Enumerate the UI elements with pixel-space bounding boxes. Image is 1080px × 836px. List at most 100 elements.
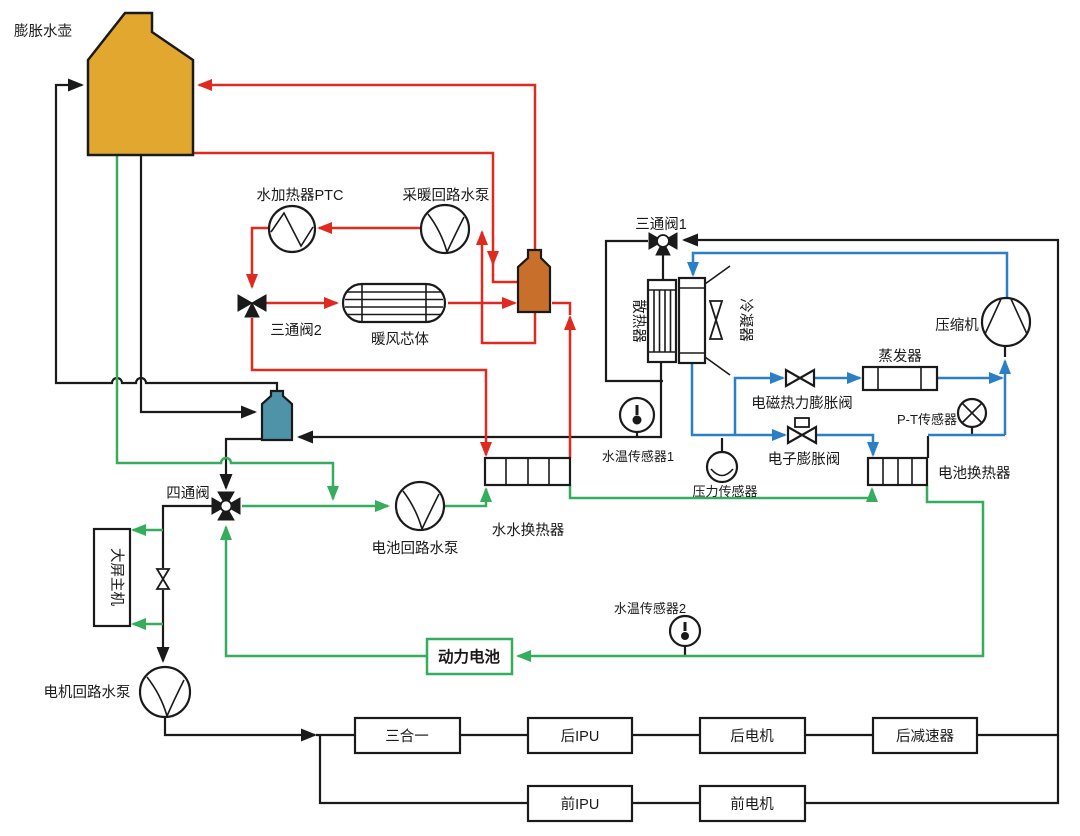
battery-hx (866, 456, 929, 487)
pt-sensor-cross (961, 402, 983, 424)
motor-loop-pipes (54, 78, 1060, 805)
pipe-compressor-to-condenser (687, 251, 1009, 298)
pt-sensor (956, 397, 988, 429)
rear-motor-box (698, 716, 807, 755)
em-expansion-valve-label: 电磁热力膨胀阀 (751, 395, 853, 412)
front-ipu-label: 前IPU (561, 796, 600, 813)
pt-sensor-label: P-T传感器 (897, 412, 957, 427)
labels: 膨胀水壶 水加热器PTC 采暖回路水泵 三通阀2 暖风芯体 三通阀1 散热器 冷… (14, 23, 1011, 813)
battery-pump-label: 电池回路水泵 (372, 540, 459, 557)
pipe-valve2-to-wwhx (250, 318, 492, 457)
pressure-sensor-label: 压力传感器 (692, 484, 757, 499)
radiator-label: 散热器 (630, 299, 647, 343)
pipe-tank-to-reservoir (139, 155, 257, 419)
pipe-wwhx-return-to-bottle (552, 301, 572, 315)
display-host-body (92, 527, 132, 628)
heater-core-label: 暖风芯体 (371, 331, 429, 348)
heating-pump (419, 203, 471, 255)
heater-core (341, 282, 447, 324)
evaporator-caps (877, 367, 922, 390)
pipe-reservoir-to-valve4 (219, 437, 262, 490)
pipe-front-links (632, 735, 1060, 805)
water-temp-sensor-1 (618, 396, 656, 434)
water-temp-sensor-1-bulb (632, 415, 642, 425)
three-way-valve-2-label: 三通阀2 (270, 322, 322, 339)
four-way-valve-center (219, 499, 233, 513)
front-motor-box (698, 784, 807, 823)
compressor (980, 296, 1032, 348)
refrigerant-loop-pipes (687, 251, 1011, 457)
four-way-valve (211, 491, 241, 521)
front-motor-label: 前电机 (730, 796, 774, 813)
condenser-body (677, 276, 707, 365)
power-battery-label: 动力电池 (438, 647, 501, 666)
inline-valve (155, 568, 171, 590)
heater-core-fins (345, 284, 443, 322)
coolant-reservoir-body (260, 389, 294, 442)
condenser-label: 冷凝器 (737, 298, 754, 342)
e-expansion-valve (786, 417, 818, 445)
water-water-hx-label: 水水换热器 (492, 522, 565, 539)
water-temp-sensor-2 (668, 614, 702, 648)
evaporator-label: 蒸发器 (878, 348, 922, 365)
pipe-battery-hx-to-battery (516, 485, 985, 662)
motor-pump-label: 电机回路水泵 (44, 684, 131, 701)
radiator (646, 278, 678, 364)
drivetrain-boxes (353, 716, 979, 823)
pipe-wwhx-to-battery-hx (568, 485, 878, 502)
pressure-sensor (705, 450, 739, 484)
pipe-e-valve-to-battery-hx (816, 433, 879, 457)
em-expansion-valve (784, 368, 816, 388)
three-way-valve-1-center (656, 234, 670, 248)
battery-loop-pipes (115, 155, 985, 662)
evaporator (861, 365, 939, 392)
pipe-front-row-branch (318, 735, 528, 805)
water-temp-sensor-1-label: 水温传感器1 (602, 449, 674, 464)
display-host-label: 大屏主机 (108, 548, 125, 606)
pipe-to-em-valve (733, 372, 785, 435)
pipe-bottle-vent-to-tank (54, 78, 279, 391)
condenser-bands (679, 287, 705, 354)
pipe-radiator-out-to-reservoir (297, 362, 663, 444)
e-expansion-valve-label: 电子膨胀阀 (768, 451, 841, 468)
rear-ipu-label: 后IPU (561, 728, 600, 745)
radiator-body (646, 278, 678, 364)
battery-pump (394, 480, 446, 532)
power-battery-box (425, 637, 514, 676)
pipe-radiator-bypass (604, 239, 663, 383)
pipe-tank-green-down (115, 155, 339, 501)
receiver-bottle-body (516, 248, 552, 314)
pipe-motor-pump-out (163, 717, 317, 742)
pipe-bottle-to-pump-suction (476, 230, 537, 345)
heater-core-body (341, 282, 447, 324)
four-way-valve-label: 四通阀 (166, 485, 210, 502)
expansion-tank-body (86, 11, 195, 157)
power-battery-body (425, 637, 514, 676)
ptc-heater (267, 204, 317, 254)
three-way-valve-2-symbol (237, 294, 267, 318)
three-way-valve-1-label: 三通阀1 (635, 216, 687, 233)
rear-reducer-box (871, 716, 979, 755)
fan-icon (708, 300, 724, 340)
water-temp-sensor-2-bulb (681, 632, 689, 640)
heating-pump-symbol (419, 203, 471, 255)
rear-ipu-box (526, 716, 634, 755)
pipe-valve4-to-host-line (161, 504, 212, 568)
pipe-tank-feed-down (193, 151, 499, 266)
water-temp-sensor-2-label: 水温传感器2 (614, 601, 686, 616)
expansion-tank (86, 11, 195, 157)
battery-hx-cells (882, 458, 913, 485)
motor-pump (138, 665, 192, 719)
water-water-hx (483, 456, 572, 487)
fan-shroud-lines (704, 265, 731, 376)
pipe-ptc-to-valve2 (246, 226, 270, 289)
pipe-motor-return-to-valve1 (682, 233, 1060, 737)
pressure-sensor-symbol (705, 450, 739, 484)
compressor-vanes (984, 298, 1028, 335)
evaporator-body (861, 365, 939, 392)
condenser (677, 265, 731, 376)
em-expansion-valve-symbol (784, 368, 816, 388)
motor-pump-symbol (138, 665, 192, 719)
